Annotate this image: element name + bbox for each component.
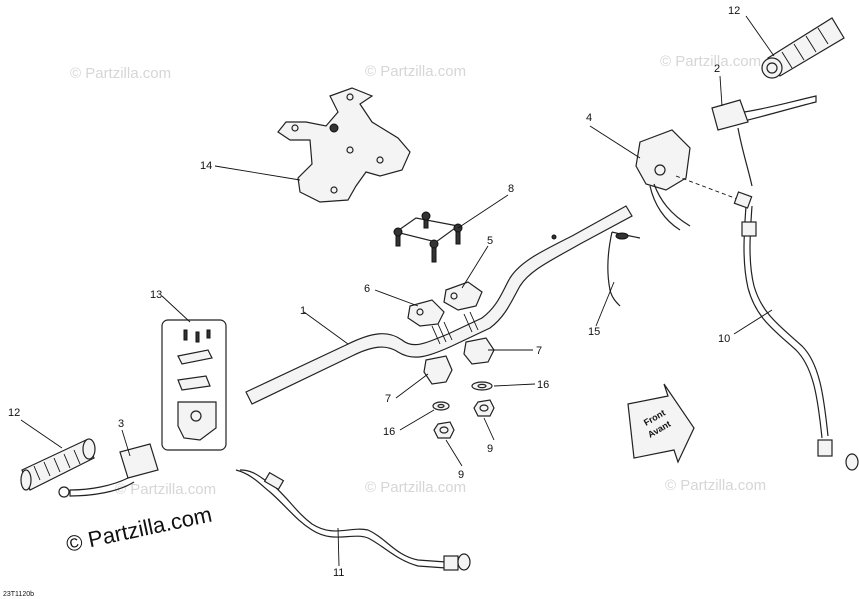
part-3-left-lever xyxy=(58,443,159,498)
part-15-wire xyxy=(607,231,641,307)
part-6-upper-clamp xyxy=(407,299,445,327)
watermark: © Partzilla.com xyxy=(365,479,466,496)
part-14-bracket xyxy=(277,87,411,203)
part-2-right-lever xyxy=(711,95,817,187)
callout-12: 12 xyxy=(8,407,20,419)
part-5-upper-clamp xyxy=(443,281,483,311)
part-12-right-grip xyxy=(761,17,845,79)
callout-8: 8 xyxy=(508,183,514,195)
watermark: © Partzilla.com xyxy=(665,477,766,494)
callout-2: 2 xyxy=(714,63,720,75)
callout-13: 13 xyxy=(150,289,162,301)
callout-5: 5 xyxy=(487,235,493,247)
callout-3: 3 xyxy=(118,418,124,430)
watermark: © Partzilla.com xyxy=(365,63,466,80)
callout-9: 9 xyxy=(458,469,464,481)
callout-4: 4 xyxy=(586,112,592,124)
part-13-kit xyxy=(161,319,227,451)
part-1-handlebar xyxy=(245,205,633,405)
part-10-right-cable xyxy=(733,191,859,471)
part-16-washers xyxy=(432,381,493,411)
watermark: © Partzilla.com xyxy=(660,53,761,70)
part-9-nuts xyxy=(433,399,495,439)
callout-15: 15 xyxy=(588,326,600,338)
callout-9: 9 xyxy=(487,443,493,455)
callout-7: 7 xyxy=(385,393,391,405)
part-8-screws xyxy=(393,211,463,263)
partzilla-logo: © Partzilla.com xyxy=(64,502,214,557)
callout-11: 11 xyxy=(333,567,344,579)
callout-7: 7 xyxy=(536,345,542,357)
callout-1: 1 xyxy=(300,305,306,317)
callout-6: 6 xyxy=(364,283,370,295)
watermark: © Partzilla.com xyxy=(70,65,171,82)
watermarks: © Partzilla.com © Partzilla.com © Partzi… xyxy=(70,53,766,498)
leader-lines xyxy=(20,15,775,567)
callout-10: 10 xyxy=(718,333,730,345)
callout-12: 12 xyxy=(728,5,740,17)
diagram-code: 23T1120b xyxy=(3,591,34,598)
part-12-left-grip xyxy=(20,438,96,491)
part-4-switch-housing xyxy=(635,129,741,231)
knurled-center xyxy=(431,311,479,345)
front-direction-arrow: Front Avant xyxy=(627,383,695,464)
part-7-lower-clamp xyxy=(423,337,495,385)
callout-16: 16 xyxy=(383,426,395,438)
callouts: 1 2 3 4 5 6 7 7 8 9 9 10 11 12 12 13 14 … xyxy=(8,5,740,579)
watermark: © Partzilla.com xyxy=(115,481,216,498)
callout-14: 14 xyxy=(200,160,212,172)
callout-16: 16 xyxy=(537,379,549,391)
part-11-left-cable xyxy=(235,469,471,571)
